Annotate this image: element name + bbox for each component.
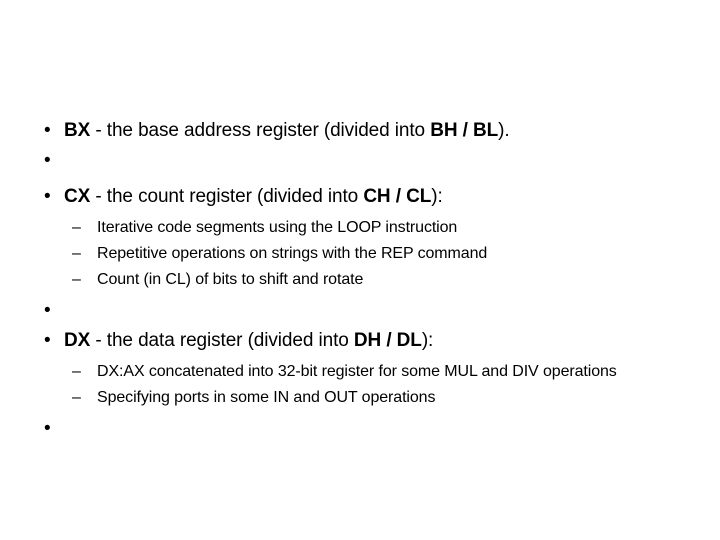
run-bold-ch-cl: CH / CL: [363, 186, 432, 207]
sub-bullet-item-ports[interactable]: – Specifying ports in some IN and OUT op…: [0, 385, 720, 411]
bullet-glyph: •: [44, 330, 51, 351]
bullet-glyph: •: [44, 150, 51, 171]
sub-bullet-item-loop[interactable]: – Iterative code segments using the LOOP…: [0, 215, 720, 241]
run-bold-dh-dl: DH / DL: [353, 330, 422, 351]
bullet-glyph: •: [44, 120, 51, 141]
sub-bullet-text-rep: Repetitive operations on strings with th…: [97, 245, 488, 262]
sub-bullet-text-loop: Iterative code segments using the LOOP i…: [97, 219, 458, 236]
run-plain-bx-2: ).: [498, 120, 510, 141]
run-plain-bx-1: - the base address register (divided int…: [90, 120, 431, 141]
bullet-glyph: •: [44, 186, 51, 207]
sub-bullet-text-ports: Specifying ports in some IN and OUT oper…: [97, 389, 436, 406]
bullet-item-bx[interactable]: • BX - the base address register (divide…: [0, 116, 720, 146]
run-bold-cx: CX: [64, 186, 91, 207]
dash-glyph: –: [72, 363, 81, 380]
bullet-text-dx: DX - the data register (divided into DH …: [64, 326, 720, 356]
dash-glyph: –: [72, 389, 81, 406]
bullet-text-bx: BX - the base address register (divided …: [64, 116, 720, 146]
dash-glyph: –: [72, 271, 81, 288]
run-bold-bh-bl: BH / BL: [430, 120, 499, 141]
sub-bullet-item-dxax[interactable]: – DX:AX concatenated into 32-bit registe…: [0, 359, 720, 385]
run-plain-dx-1: - the data register (divided into: [90, 330, 354, 351]
run-bold-dx: DX: [64, 330, 91, 351]
run-bold-bx: BX: [64, 120, 91, 141]
bullet-item-dx[interactable]: • DX - the data register (divided into D…: [0, 326, 720, 356]
dash-glyph: –: [72, 245, 81, 262]
bullet-glyph: •: [44, 300, 51, 321]
run-plain-cx-2: ):: [431, 186, 443, 207]
sub-bullet-text-count: Count (in CL) of bits to shift and rotat…: [97, 271, 364, 288]
run-plain-cx-1: - the count register (divided into: [90, 186, 364, 207]
bullet-item-empty-1[interactable]: •: [0, 146, 720, 176]
bullet-item-cx[interactable]: • CX - the count register (divided into …: [0, 182, 720, 212]
bullet-item-empty-3[interactable]: •: [0, 414, 720, 444]
sub-bullet-text-dxax: DX:AX concatenated into 32-bit register …: [97, 363, 617, 380]
run-plain-dx-2: ):: [421, 330, 434, 351]
dash-glyph: –: [72, 219, 81, 236]
sub-bullet-item-rep[interactable]: – Repetitive operations on strings with …: [0, 241, 720, 267]
bullet-text-cx: CX - the count register (divided into CH…: [64, 182, 720, 212]
sub-bullet-item-count[interactable]: – Count (in CL) of bits to shift and rot…: [0, 267, 720, 293]
slide-content-placeholder[interactable]: • BX - the base address register (divide…: [0, 116, 720, 444]
bullet-item-empty-2[interactable]: •: [0, 296, 720, 326]
bullet-glyph: •: [44, 418, 51, 439]
